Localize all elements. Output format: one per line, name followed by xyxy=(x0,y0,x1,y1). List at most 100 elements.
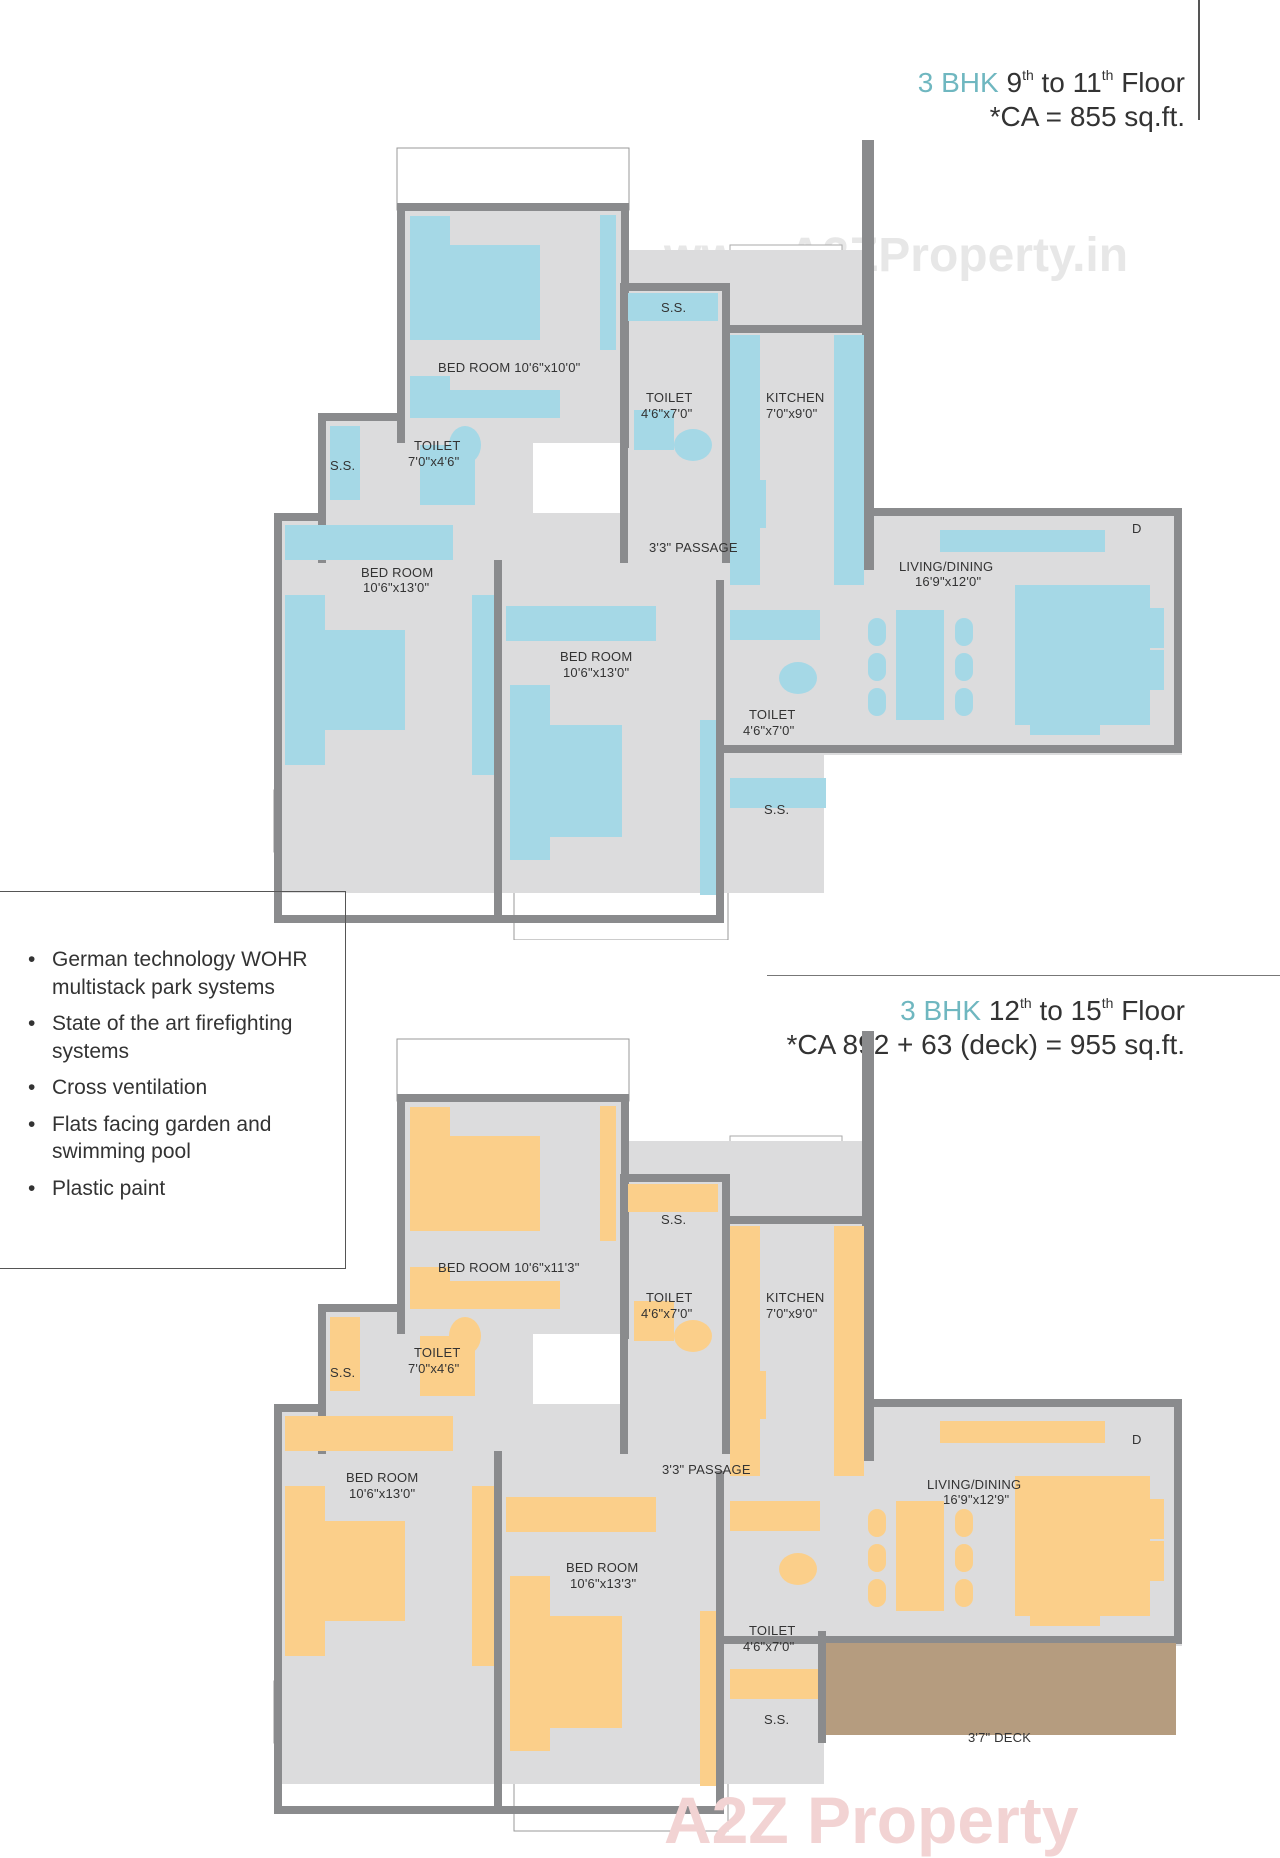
wardrobe xyxy=(472,595,494,775)
wall xyxy=(318,1304,326,1454)
bullet-icon: • xyxy=(28,1112,36,1136)
toilet-a-size: 4'6"x7'0" xyxy=(641,1306,693,1321)
ss-panel xyxy=(730,778,826,808)
wall xyxy=(870,1399,1182,1407)
ss-left-label: S.S. xyxy=(330,1365,356,1380)
wc-tank xyxy=(634,410,674,450)
wardrobe xyxy=(700,1611,716,1786)
chair xyxy=(955,1509,973,1537)
ss-top-label: S.S. xyxy=(661,300,687,315)
wardrobe-top xyxy=(506,606,656,641)
deck xyxy=(826,1643,1176,1735)
wardrobe xyxy=(700,720,716,895)
wall xyxy=(826,745,1182,753)
bedside-table xyxy=(285,1486,325,1526)
bedroom-2-size: 10'6"x13'0" xyxy=(349,1486,416,1501)
ss-bottom-label: S.S. xyxy=(764,1712,790,1727)
wardrobe-strip xyxy=(410,390,560,418)
bedroom-3-name: BED ROOM xyxy=(560,649,633,664)
wall xyxy=(862,140,874,570)
bedside-table xyxy=(510,1576,550,1616)
deck-label: 3'7" DECK xyxy=(968,1730,1032,1745)
feature-item: •Flats facing garden and swimming pool xyxy=(28,1112,272,1164)
toilet-a-size: 4'6"x7'0" xyxy=(641,406,693,421)
fridge xyxy=(736,480,766,528)
bedroom-2-name: BED ROOM xyxy=(346,1470,419,1485)
toilet-b-size: 7'0"x4'6" xyxy=(408,1361,460,1376)
counter xyxy=(730,335,760,585)
bullet-icon: • xyxy=(28,1176,36,1200)
toilet-a-name: TOILET xyxy=(646,1290,693,1305)
armchair xyxy=(1130,1541,1164,1581)
living-size: 16'9"x12'0" xyxy=(915,574,982,589)
ss-panel xyxy=(628,293,718,321)
chair xyxy=(955,1544,973,1572)
wall xyxy=(274,1404,324,1412)
wall xyxy=(274,1806,494,1814)
shower xyxy=(330,1317,360,1391)
armchair xyxy=(1130,608,1164,648)
floor-plan-a: BED ROOM 10'6"x10'0" S.S. TOILET 4'6"x7'… xyxy=(0,140,1280,940)
bedside-table xyxy=(510,685,550,725)
bedroom-2-name: BED ROOM xyxy=(361,565,434,580)
wc xyxy=(779,1553,817,1585)
floor-plan-b: BED ROOM 10'6"x11'3" S.S. TOILET 4'6"x7'… xyxy=(0,1031,1280,1848)
wall xyxy=(620,1174,730,1182)
plan-b-type: 3 BHK xyxy=(900,995,982,1026)
wall xyxy=(397,1094,629,1102)
passage-label: 3'3" PASSAGE xyxy=(662,1462,751,1477)
bedroom-2-size: 10'6"x13'0" xyxy=(363,580,430,595)
kitchen-size: 7'0"x9'0" xyxy=(766,1306,818,1321)
counter xyxy=(730,1226,760,1476)
bullet-icon: • xyxy=(28,1012,36,1035)
wall xyxy=(397,203,629,211)
wall xyxy=(716,745,834,753)
wall xyxy=(870,508,1182,516)
wall xyxy=(818,1631,826,1743)
dining-table xyxy=(896,1501,944,1611)
bed xyxy=(510,725,622,837)
armchair xyxy=(1130,650,1164,690)
wall xyxy=(318,413,405,421)
wall xyxy=(274,513,324,521)
plan-a-type: 3 BHK xyxy=(917,67,999,98)
wall xyxy=(1174,1399,1182,1644)
bed xyxy=(510,1616,622,1728)
bedside-table xyxy=(285,1616,325,1656)
bedroom-1-label: BED ROOM 10'6"x10'0" xyxy=(438,360,581,375)
chair xyxy=(868,1579,886,1607)
wc xyxy=(449,426,481,464)
bedroom-3-size: 10'6"x13'3" xyxy=(570,1576,637,1591)
wall xyxy=(716,1636,834,1644)
wall xyxy=(1174,508,1182,753)
wardrobe xyxy=(600,1106,616,1241)
plan-a-title: 3 BHK 9th to 11th Floor *CA = 855 sq.ft. xyxy=(918,58,1185,134)
plan-b-floors: 12th to 15th Floor xyxy=(988,995,1185,1026)
living-name: LIVING/DINING xyxy=(927,1477,1022,1492)
chair xyxy=(868,1509,886,1537)
toilet-c-size: 4'6"x7'0" xyxy=(743,1639,795,1654)
bed xyxy=(285,1521,405,1621)
floor-plan-a-drawing xyxy=(273,140,1182,940)
wardrobe-top xyxy=(506,1497,656,1532)
living-name: LIVING/DINING xyxy=(899,559,994,574)
wc xyxy=(449,1317,481,1355)
chair xyxy=(868,1544,886,1572)
balcony-top xyxy=(396,147,630,211)
passage-label: 3'3" PASSAGE xyxy=(649,540,738,555)
ss-top-label: S.S. xyxy=(661,1212,687,1227)
dining-table xyxy=(896,610,944,720)
bedside-table xyxy=(285,725,325,765)
bed xyxy=(285,630,405,730)
top-right-rule xyxy=(1198,0,1200,120)
kitchen-name: KITCHEN xyxy=(766,1290,825,1305)
chair xyxy=(868,653,886,681)
wall xyxy=(274,513,282,923)
chair xyxy=(955,653,973,681)
wall xyxy=(397,203,405,443)
counter xyxy=(834,1226,864,1476)
feature-item: •Cross ventilation xyxy=(28,1074,322,1102)
bed xyxy=(410,1136,540,1231)
wall xyxy=(318,1304,405,1312)
feature-item: •German technology WOHR multistack park … xyxy=(28,948,308,999)
